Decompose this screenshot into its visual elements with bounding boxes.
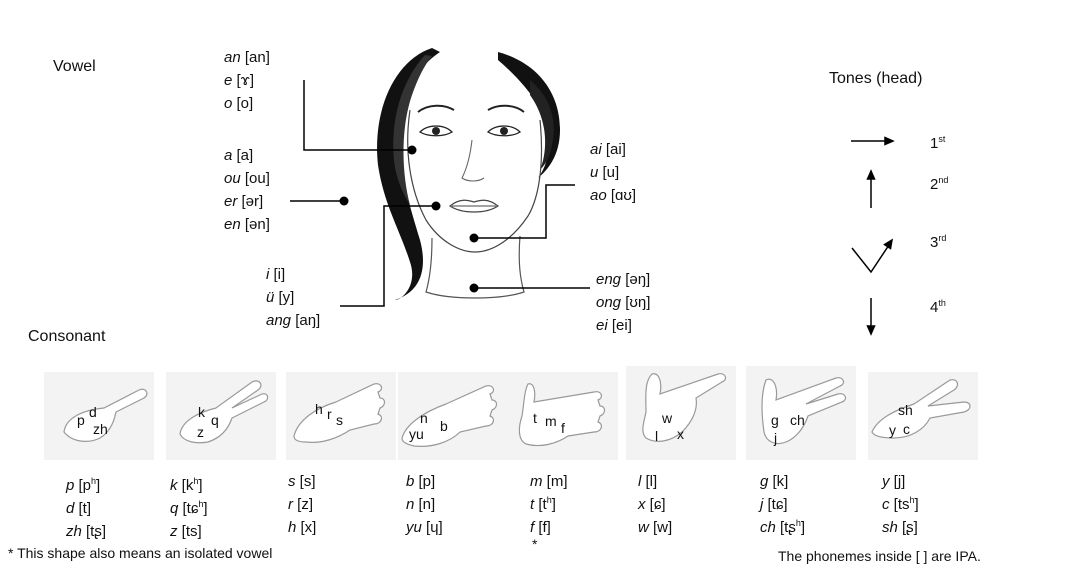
vowel-item: ong [ʊŋ] [596,294,651,311]
hair-right [498,52,560,178]
consonant-item: m [m] [530,473,568,490]
consonant-item: t [th] [530,495,556,514]
hand-shape-7: g ch j [746,366,856,460]
consonant-group-6: l [l] x [ɕ] w [w] [638,470,672,539]
consonant-item: f [f] [530,519,551,536]
consonant-group-7: g [k] j [tɕ] ch [tʂh] [760,470,805,539]
right-arrow [851,136,895,146]
tone-label-3: 3rd [930,233,947,252]
hand-icon [626,366,736,460]
down-arrow [866,298,876,336]
consonant-item: l [l] [638,473,658,490]
consonant-item: zh [tʂ] [66,523,107,540]
vowel-item: en [ən] [224,216,270,233]
vowel-item: o [o] [224,95,254,112]
vowel-group-bottom-left: i [i] ü [y] ang [aŋ] [266,263,320,332]
up-arrow [866,169,876,208]
hand-shape-8: sh y c [868,372,978,460]
consonant-item: g [k] [760,473,789,490]
consonant-item: sh [ʂ] [882,519,918,536]
hand-shape-5: t m f [508,372,618,460]
vowel-item: ang [aŋ] [266,312,321,329]
consonant-item: w [w] [638,519,673,536]
hand-shape-6: w l x [626,366,736,460]
vowel-item: er [ər] [224,193,264,210]
consonant-item: y [j] [882,473,906,490]
hand-icon [746,366,856,460]
consonant-group-3: s [s] r [z] h [x] [288,470,316,539]
hair-left [377,48,440,300]
hand-shape-1: p d zh [44,372,154,460]
vowel-item: ai [ai] [590,141,626,158]
consonant-item: r [z] [288,496,314,513]
consonant-heading: Consonant [28,328,106,345]
consonant-item: j [tɕ] [760,496,788,513]
hand-shape-2: k z q [166,372,276,460]
hand-icon [508,372,618,460]
consonant-group-8: y [j] c [tsh] sh [ʂ] [882,470,919,539]
dip-arrow [851,238,894,274]
consonant-group-5: m [m] t [th] f [f] [530,470,568,539]
vowel-item: ao [ɑʊ] [590,187,637,204]
hand-icon [166,372,276,460]
tone-label-1: 1st [930,134,946,153]
consonant-item: h [x] [288,519,317,536]
asterisk-mark: * [532,536,538,552]
vowel-item: e [ɤ] [224,72,255,89]
tone-label-4: 4th [930,298,946,317]
hand-shape-3: h r s [286,372,396,460]
vowel-item: an [an] [224,49,270,66]
consonant-group-1: p [ph] d [t] zh [tʂ] [66,474,106,543]
footnote: * This shape also means an isolated vowe… [8,545,273,561]
consonant-item: yu [ɥ] [406,519,443,536]
consonant-item: x [ɕ] [638,496,666,513]
vowel-group-mid-right: ai [ai] u [u] ao [ɑʊ] [590,138,636,207]
consonant-item: b [p] [406,473,436,490]
vowel-item: ü [y] [266,289,295,306]
tones-heading: Tones (head) [829,70,923,87]
vowel-item: ei [ei] [596,317,632,334]
vowel-group-mid-left: a [a] ou [ou] er [ər] en [ən] [224,144,270,236]
vowel-heading: Vowel [53,58,96,75]
vowel-group-bottom-right: eng [əŋ] ong [ʊŋ] ei [ei] [596,268,650,337]
vowel-group-top-left: an [an] e [ɤ] o [o] [224,46,270,115]
hand-shape-4: n yu b [398,372,508,460]
ipa-note: The phonemes inside [ ] are IPA. [778,548,981,564]
consonant-group-4: b [p] n [n] yu [ɥ] [406,470,443,539]
consonant-item: d [t] [66,500,92,517]
hand-icon [44,372,154,460]
consonant-item: n [n] [406,496,436,513]
consonant-item: c [tsh] [882,495,919,514]
vowel-item: u [u] [590,164,620,181]
vowel-item: eng [əŋ] [596,271,651,288]
consonant-item: k [kh] [170,476,203,495]
tone-label-2: 2nd [930,175,949,194]
vowel-item: i [i] [266,266,286,283]
consonant-item: s [s] [288,473,316,490]
hand-icon [286,372,396,460]
vowel-item: a [a] [224,147,254,164]
consonant-item: z [ts] [170,523,202,540]
hand-icon [868,372,978,460]
vowel-item: ou [ou] [224,170,270,187]
hand-icon [398,372,508,460]
consonant-item: ch [tʂh] [760,518,806,537]
consonant-group-2: k [kh] q [tɕh] z [ts] [170,474,208,543]
consonant-item: p [ph] [66,476,101,495]
consonant-item: q [tɕh] [170,499,208,518]
